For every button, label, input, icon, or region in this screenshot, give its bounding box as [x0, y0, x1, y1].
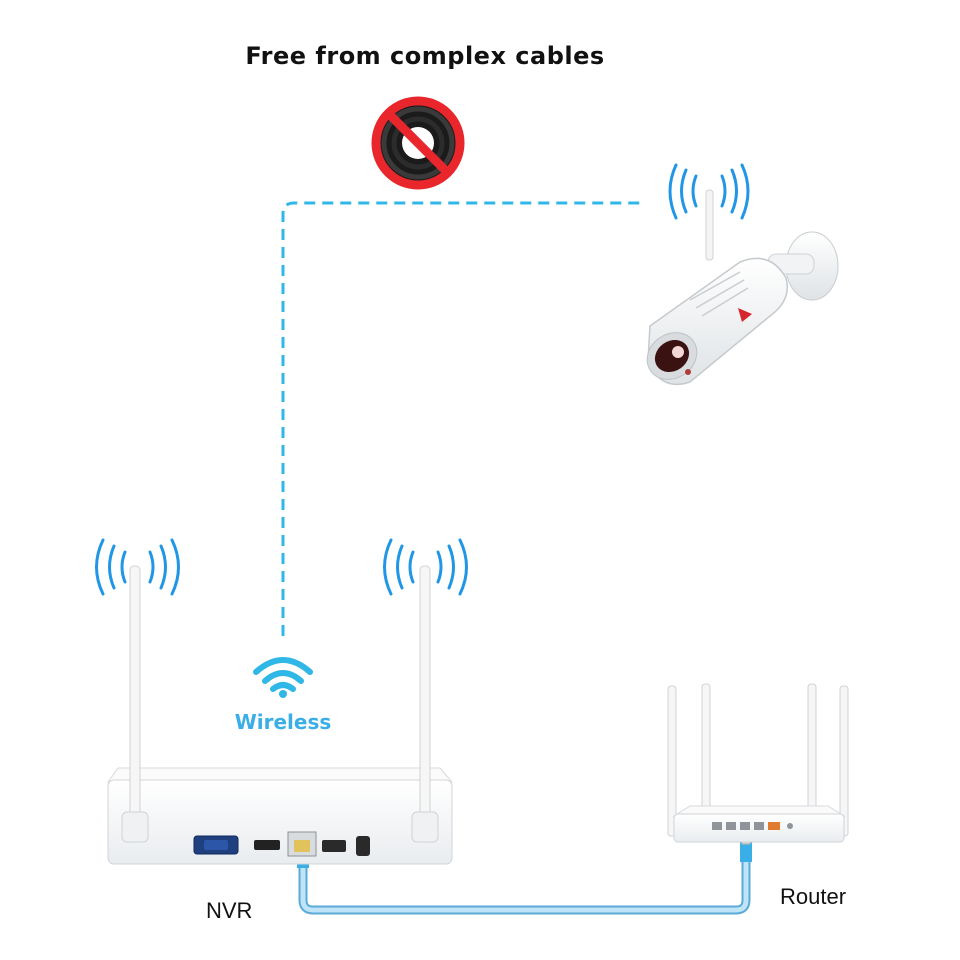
- nvr-left-signal-icon: [95, 538, 180, 596]
- usb-port: [322, 840, 346, 852]
- ip-camera: [646, 189, 839, 386]
- power-port: [356, 836, 370, 856]
- router-label: Router: [780, 884, 847, 909]
- wifi-icon: [253, 657, 313, 698]
- wireless-label: Wireless: [234, 710, 332, 734]
- lan-port: [287, 831, 317, 857]
- nvr-device: [107, 565, 454, 865]
- vga-port: [193, 835, 239, 855]
- hdmi-port: [254, 840, 280, 850]
- no-cables-icon: [371, 96, 465, 190]
- wireless-link-line: [281, 201, 640, 636]
- page-title: Free from complex cables: [245, 42, 605, 70]
- router-device: [667, 683, 849, 843]
- nvr-label: NVR: [206, 898, 253, 923]
- camera-signal-icon: [668, 163, 750, 220]
- nvr-right-signal-icon: [383, 538, 468, 596]
